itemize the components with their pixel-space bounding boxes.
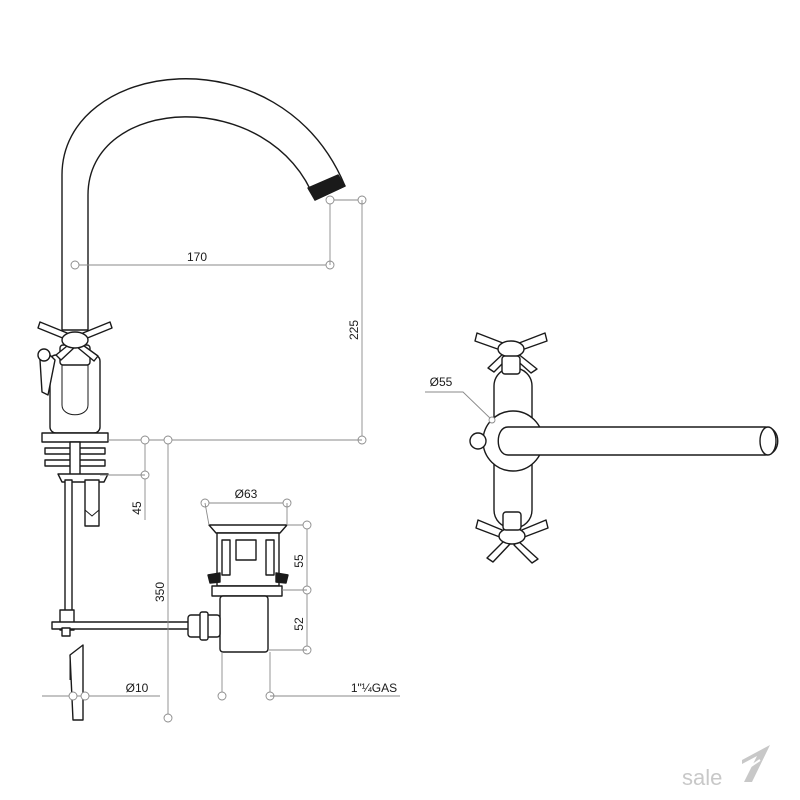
logo-text: sale xyxy=(682,765,722,790)
dim-thread: 1"¼GAS xyxy=(351,681,397,695)
waste-flange xyxy=(208,524,288,534)
dim-total-length: 350 xyxy=(153,582,167,602)
body-inner-shape xyxy=(61,365,89,416)
linkage-nut xyxy=(61,627,71,637)
dim-body-diameter: Ø55 xyxy=(430,375,453,389)
mixer-side-view xyxy=(37,78,346,721)
lever-knob xyxy=(37,348,51,362)
dim-base-height: 45 xyxy=(130,501,144,515)
waste-dimensions: Ø63 55 52 1"¼GAS xyxy=(200,487,400,701)
dim-waste-upper: 55 xyxy=(292,554,306,568)
waste-locknut xyxy=(207,572,221,584)
waste-tail xyxy=(219,595,269,653)
top-spout xyxy=(497,426,779,456)
pop-up-rod xyxy=(64,479,73,613)
waste-slot xyxy=(235,539,257,561)
mixer-body xyxy=(49,354,101,434)
waste-assembly xyxy=(187,524,289,653)
rod-lower xyxy=(69,644,84,721)
spout-tube xyxy=(61,78,346,331)
left-dimensions: 170 225 45 350 Ø10 xyxy=(42,195,367,723)
spout-aerator xyxy=(307,174,346,201)
cross-handle-side xyxy=(37,321,113,362)
brand-logo: sale xyxy=(682,745,770,790)
flexible-hose xyxy=(84,479,100,527)
base-flange xyxy=(41,432,109,443)
cross-handle-bottom xyxy=(475,511,549,564)
mixer-top-view: Ø55 xyxy=(425,332,779,564)
dim-waste-lower: 52 xyxy=(292,617,306,631)
dim-waste-diameter: Ø63 xyxy=(235,487,258,501)
horizontal-linkage xyxy=(51,621,193,630)
dim-rod-diameter: Ø10 xyxy=(126,681,149,695)
cross-handle-top xyxy=(474,332,548,375)
fixing-stud xyxy=(69,441,81,479)
dim-spout-reach: 170 xyxy=(187,250,207,264)
dim-spout-height: 225 xyxy=(347,320,361,340)
diameter-leader xyxy=(425,391,493,421)
waste-nut xyxy=(211,585,283,597)
